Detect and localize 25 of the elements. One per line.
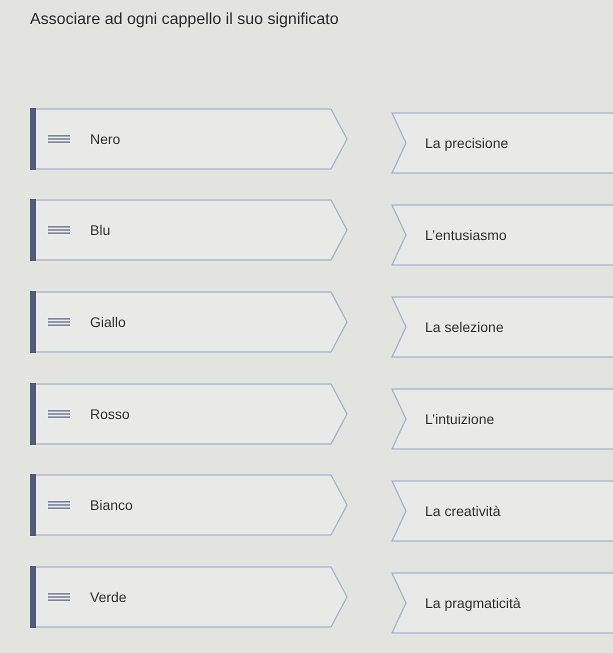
drop-target-card [392, 112, 613, 174]
answer-text: L’intuizione [425, 410, 494, 428]
drop-target-card [392, 296, 613, 358]
answer-text: La precisione [425, 134, 508, 152]
answer-text: Nero [90, 130, 120, 148]
drop-target-card [392, 388, 613, 450]
answer-text: La pragmaticità [425, 594, 521, 612]
answer-text: La selezione [425, 318, 504, 336]
draggable-answer-card [30, 383, 348, 445]
draggable-answer-card [30, 474, 348, 536]
drop-target-card [392, 204, 613, 266]
answer-text: Verde [90, 588, 127, 606]
answer-text: Blu [90, 221, 110, 239]
draggable-answer-card [30, 291, 348, 353]
answer-text: La creatività [425, 502, 500, 520]
answer-text: Bianco [90, 496, 133, 514]
answer-text: L’entusiasmo [425, 226, 507, 244]
drop-target-card [392, 572, 613, 634]
draggable-answer-card [30, 566, 348, 628]
instruction-title: Associare ad ogni cappello il suo significato [30, 10, 339, 30]
draggable-answer-card [30, 108, 348, 170]
draggable-answer-card [30, 199, 348, 261]
drop-target-card [392, 480, 613, 542]
answer-text: Giallo [90, 313, 126, 331]
answer-text: Rosso [90, 405, 130, 423]
